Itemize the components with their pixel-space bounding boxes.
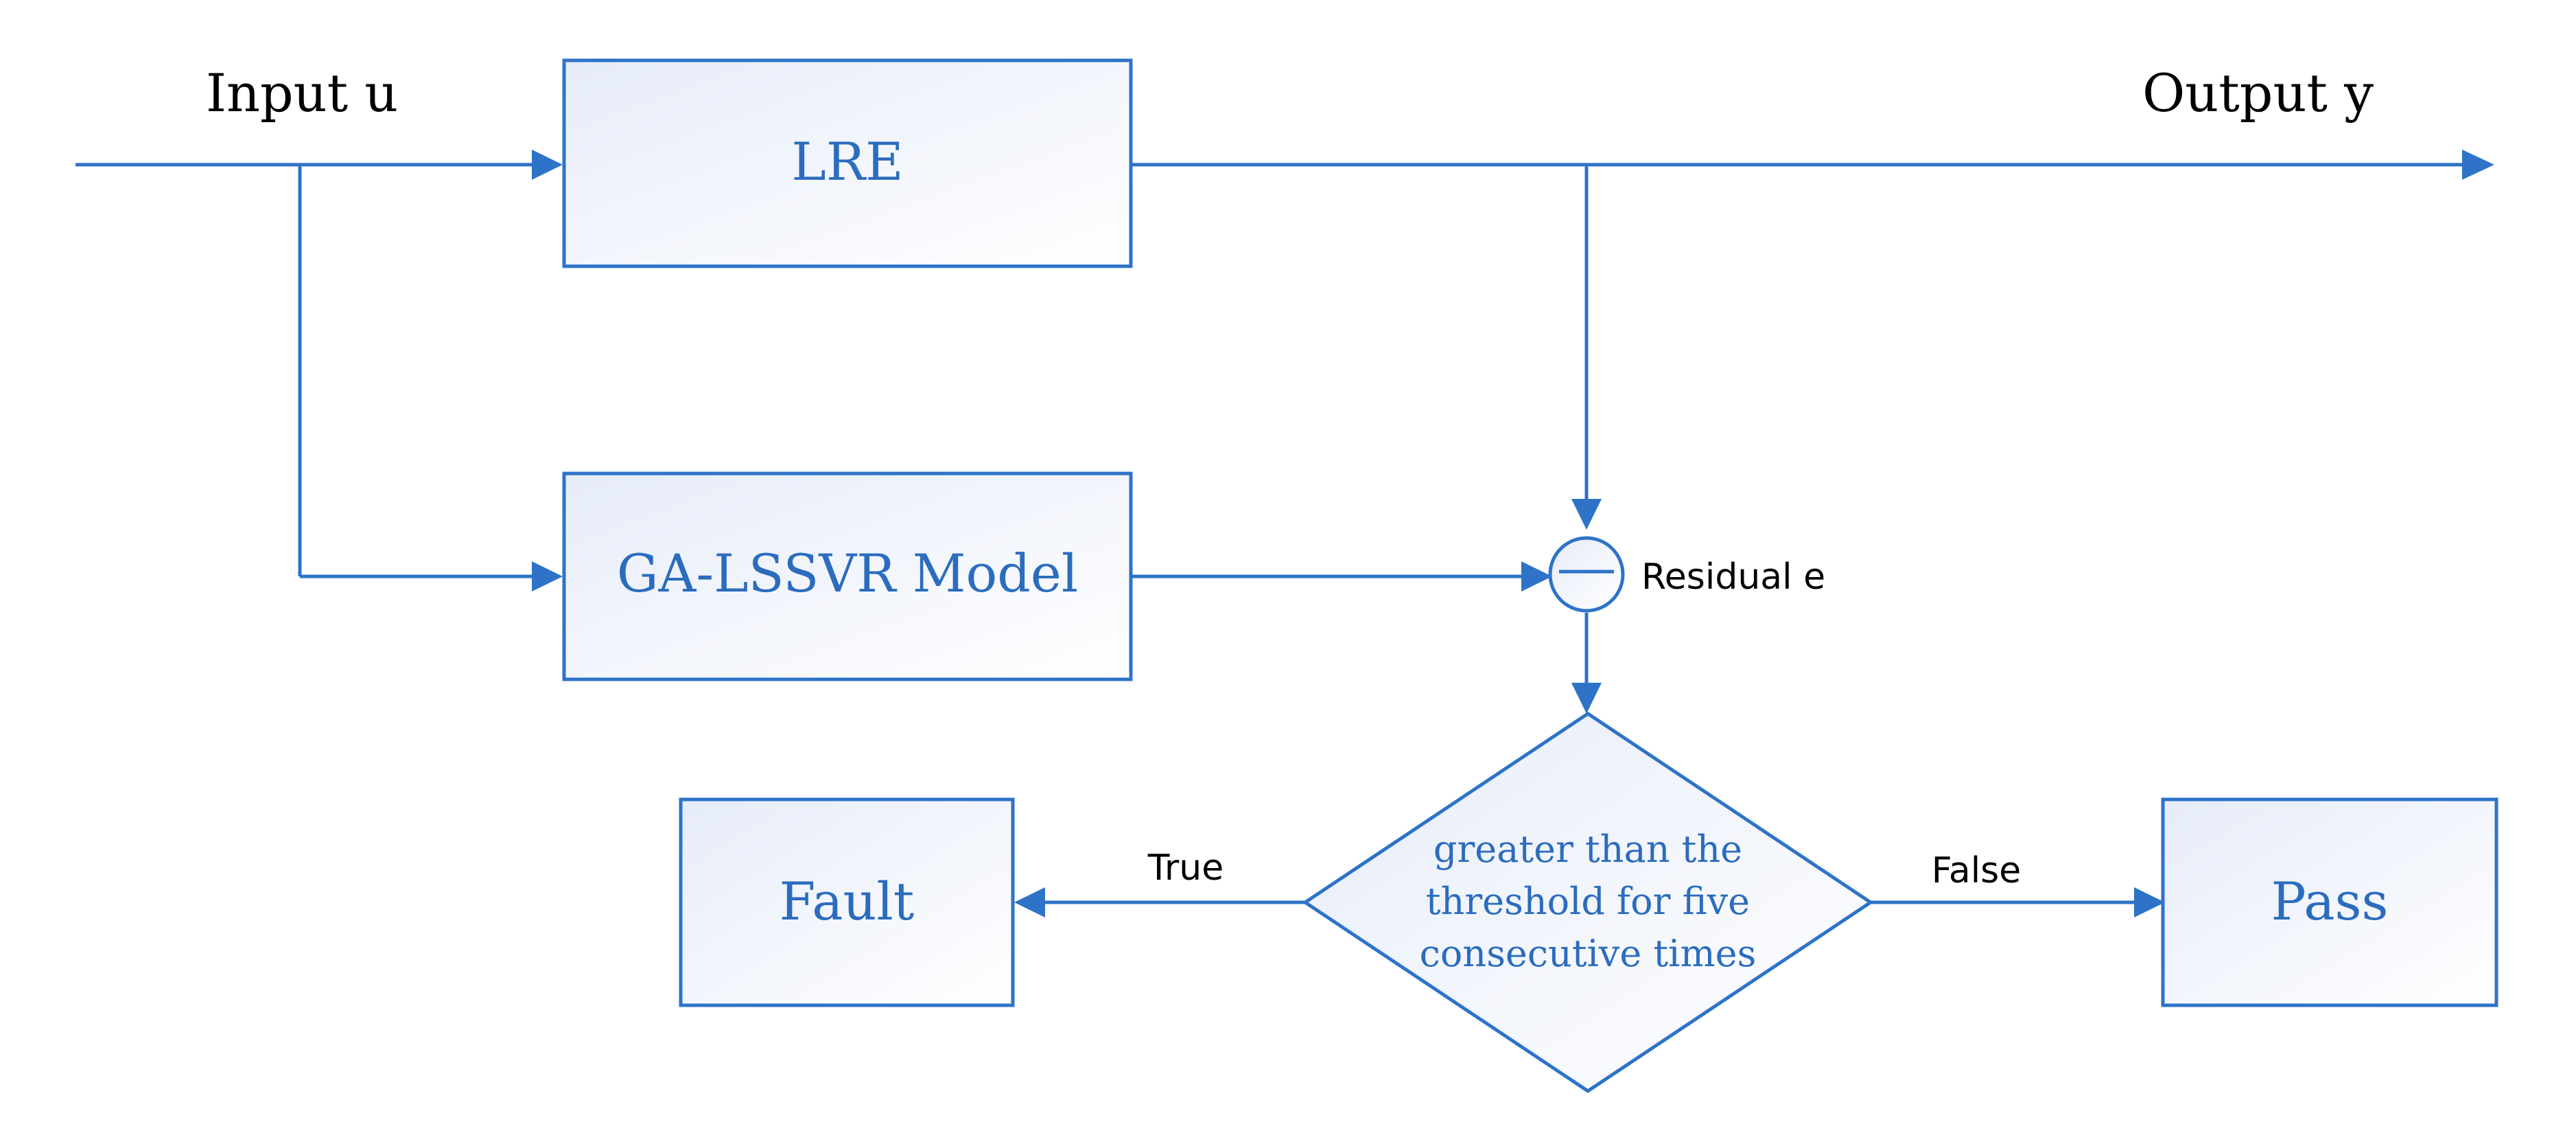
pass-box: Pass — [2161, 797, 2498, 1007]
arrow-output — [2462, 150, 2494, 180]
lre-label: LRE — [791, 131, 903, 192]
residual-label: Residual e — [1641, 557, 1825, 598]
arrow-to-subtractor-top — [1571, 499, 1602, 530]
pass-label: Pass — [2271, 871, 2388, 932]
arrow-to-fault — [1014, 887, 1045, 917]
decision-label-line1: greater than the — [1433, 828, 1742, 871]
subtractor-node — [1548, 536, 1625, 613]
arrow-to-subtractor-left — [1521, 561, 1552, 592]
true-label: True — [1147, 847, 1223, 889]
fault-label: Fault — [780, 871, 915, 932]
output-label: Output y — [2142, 62, 2374, 124]
ga-lssvr-label: GA-LSSVR Model — [617, 543, 1078, 604]
input-label: Input u — [206, 62, 398, 124]
false-label: False — [1932, 850, 2022, 891]
arrow-to-decision — [1571, 683, 1602, 714]
arrow-to-pass — [2134, 887, 2165, 917]
ga-lssvr-box: GA-LSSVR Model — [562, 471, 1133, 681]
fault-box: Fault — [679, 797, 1015, 1007]
arrow-to-lre — [532, 150, 563, 180]
arrow-to-ga-lssvr — [532, 561, 563, 592]
lre-box: LRE — [562, 58, 1133, 268]
decision-label-line3: consecutive times — [1420, 932, 1757, 975]
decision-diamond: greater than the threshold for five cons… — [1302, 711, 1874, 1094]
decision-label-line2: threshold for five — [1426, 880, 1750, 923]
